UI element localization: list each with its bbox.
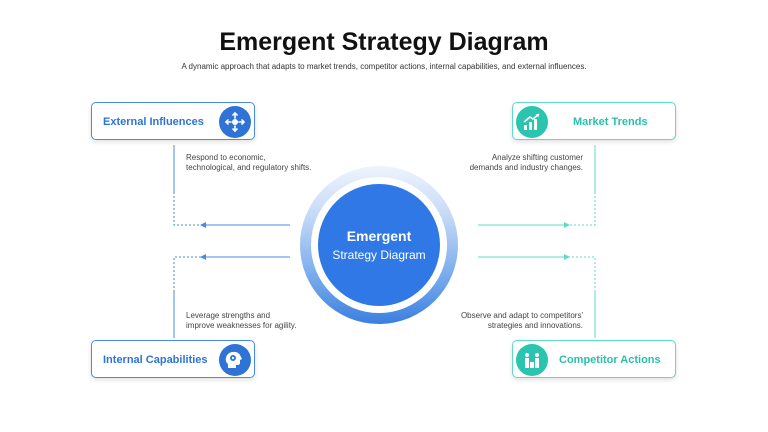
center-title: Emergent — [346, 228, 412, 244]
arrowhead-market — [564, 222, 570, 228]
external-influences-description: Respond to economic, technological, and … — [186, 153, 312, 172]
arrowhead-external — [200, 222, 206, 228]
center-circle-white-ring: Emergent Strategy Diagram — [311, 177, 447, 313]
head-gears-icon — [219, 344, 251, 376]
page-title: Emergent Strategy Diagram — [219, 28, 549, 56]
market-trends-card[interactable]: Market Trends — [512, 102, 676, 140]
internal-capabilities-card[interactable]: Internal Capabilities — [91, 340, 255, 378]
arrowhead-internal — [200, 254, 206, 260]
connector-internal-dashed — [173, 256, 205, 292]
competitor-actions-card[interactable]: Competitor Actions — [512, 340, 676, 378]
market-trends-description: Analyze shifting customer demands and in… — [469, 153, 583, 172]
connector-competitor-dashed — [565, 256, 596, 292]
connector-market-dashed — [565, 192, 596, 226]
center-circle-core: Emergent Strategy Diagram — [318, 184, 440, 306]
competitors-icon — [516, 344, 548, 376]
internal-capabilities-description: Leverage strengths and improve weaknesse… — [186, 311, 297, 330]
growth-chart-icon — [516, 106, 548, 138]
competitor-actions-description: Observe and adapt to competitors' strate… — [460, 311, 583, 330]
external-influences-card[interactable]: External Influences — [91, 102, 255, 140]
market-trends-label: Market Trends — [573, 116, 648, 128]
center-subtitle: Strategy Diagram — [332, 248, 426, 262]
connector-external-dashed — [173, 192, 205, 226]
competitor-actions-label: Competitor Actions — [559, 354, 661, 366]
internal-capabilities-label: Internal Capabilities — [103, 354, 208, 366]
page-subtitle: A dynamic approach that adapts to market… — [181, 62, 587, 71]
external-influences-label: External Influences — [103, 116, 204, 128]
center-circle: Emergent Strategy Diagram — [300, 166, 458, 324]
arrowhead-competitor — [564, 254, 570, 260]
arrows-outward-icon — [219, 106, 251, 138]
